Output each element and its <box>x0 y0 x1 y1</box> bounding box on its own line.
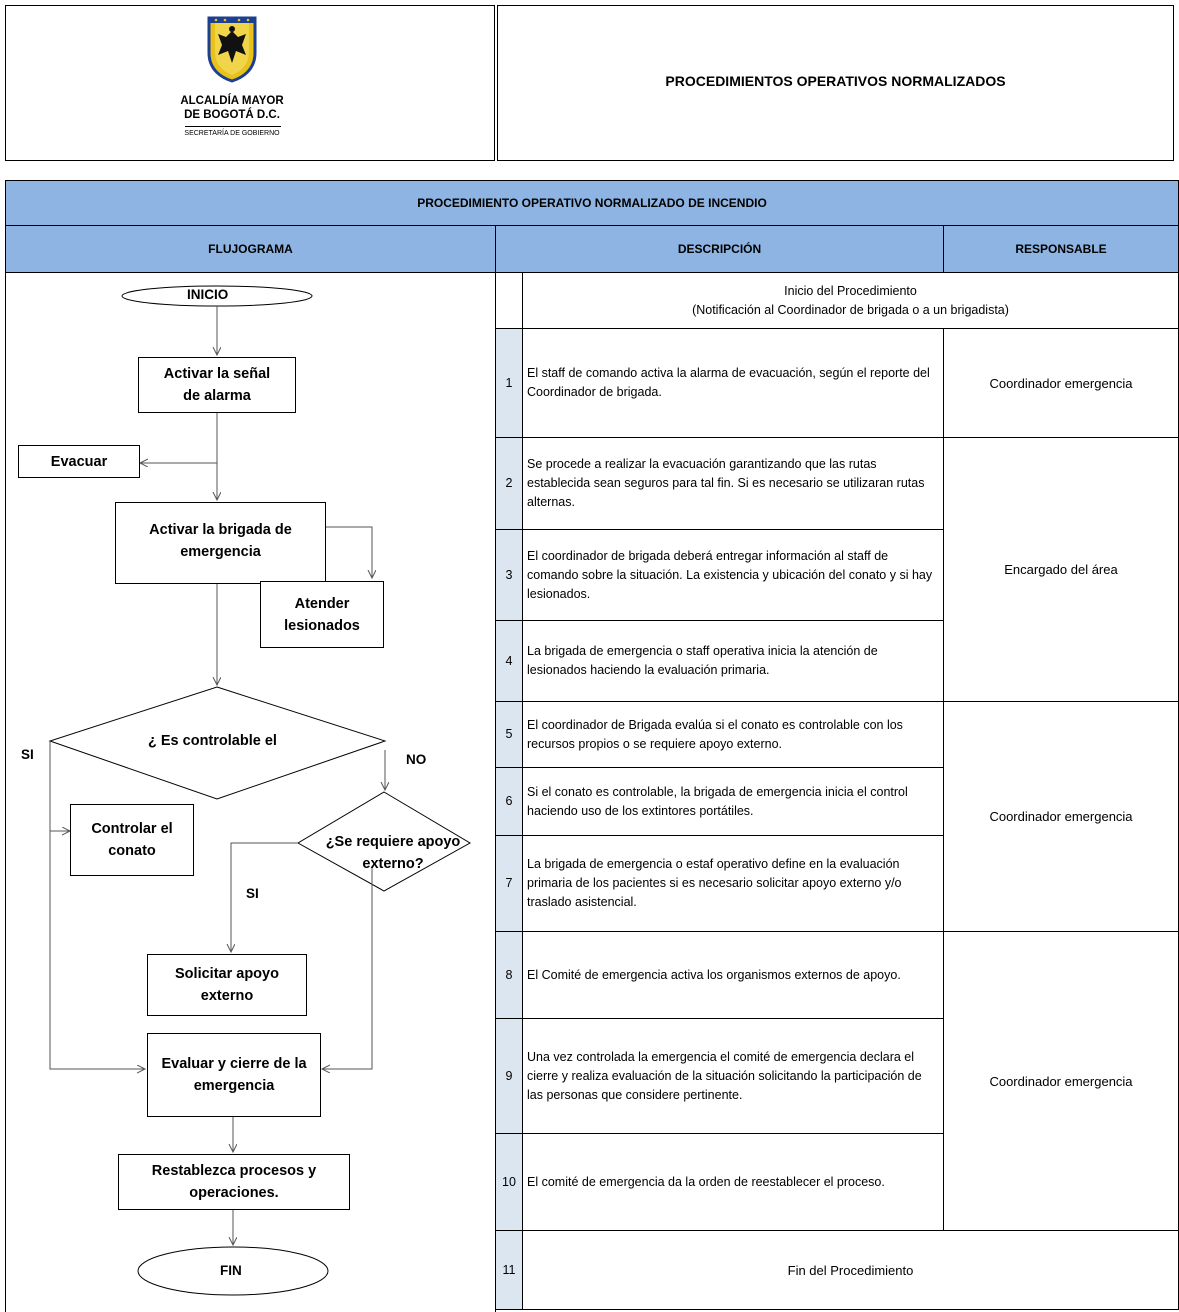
col-header-desc: DESCRIPCIÓN <box>495 225 944 273</box>
flowchart-connectors <box>48 285 472 1296</box>
col-header-resp: RESPONSABLE <box>943 225 1179 273</box>
yes-label-2: SI <box>246 886 259 901</box>
evaluate-close-box: Evaluar y cierre de la emergencia <box>147 1033 321 1117</box>
request-support-box: Solicitar apoyo externo <box>147 954 307 1016</box>
decision-diamond-1 <box>48 686 387 800</box>
end-label: FIN <box>220 1263 242 1278</box>
logo-divider <box>185 126 281 127</box>
attend-injured-box: Atender lesionados <box>260 581 384 648</box>
evacuate-box: Evacuar <box>18 445 140 478</box>
responsable-cell: Coordinador emergencia <box>943 328 1179 438</box>
start-label: INICIO <box>187 287 229 302</box>
intro-line2: (Notificación al Coordinador de brigada … <box>692 303 1009 317</box>
restore-operations-box: Restablezca procesos y operaciones. <box>118 1154 350 1210</box>
col-header-flow: FLUJOGRAMA <box>5 225 496 273</box>
decision-1-label: ¿ Es controlable el <box>148 733 277 749</box>
end-terminal <box>137 1246 329 1296</box>
final-step-number: 11 <box>495 1230 523 1310</box>
final-step-text: Fin del Procedimiento <box>522 1230 1179 1310</box>
title-cell <box>497 5 1174 161</box>
page-title: PROCEDIMIENTOS OPERATIVOS NORMALIZADOS <box>665 73 1006 89</box>
step-description: El coordinador de brigada deberá entrega… <box>522 529 944 621</box>
step-description: La brigada de emergencia o estaf operati… <box>522 835 944 932</box>
step-description: Si el conato es controlable, la brigada … <box>522 767 944 836</box>
no-label-1: NO <box>406 752 427 767</box>
step-number: 9 <box>495 1018 523 1134</box>
responsable-cell: Coordinador emergencia <box>943 701 1179 932</box>
activate-alarm-box: Activar la señal de alarma <box>138 357 296 413</box>
logo-cell <box>5 5 495 161</box>
org-name-line3: SECRETARÍA DE GOBIERNO <box>184 130 280 137</box>
intro-cell: Inicio del Procedimiento (Notificación a… <box>522 272 1179 329</box>
step-description: El staff de comando activa la alarma de … <box>522 328 944 438</box>
org-name-line2: DE BOGOTÁ D.C. <box>184 109 280 121</box>
step-number: 10 <box>495 1133 523 1231</box>
responsable-cell: Encargado del área <box>943 437 1179 702</box>
step-description: Una vez controlada la emergencia el comi… <box>522 1018 944 1134</box>
responsable-cell: Coordinador emergencia <box>943 931 1179 1231</box>
decision-2-label: ¿Se requiere apoyo externo? <box>325 834 461 872</box>
step-number: 6 <box>495 767 523 836</box>
step-description: El comité de emergencia da la orden de r… <box>522 1133 944 1231</box>
org-name-line1: ALCALDÍA MAYOR <box>180 95 284 107</box>
coat-of-arms-icon <box>207 16 257 83</box>
step-description: El Comité de emergencia activa los organ… <box>522 931 944 1019</box>
decision-diamond-2 <box>296 791 472 892</box>
step-number: 1 <box>495 328 523 438</box>
step-description: Se procede a realizar la evacuación gara… <box>522 437 944 530</box>
yes-label-1: SI <box>21 747 34 762</box>
activate-brigade-box: Activar la brigada de emergencia <box>115 502 326 584</box>
step-number: 8 <box>495 931 523 1019</box>
step-description: El coordinador de Brigada evalúa si el c… <box>522 701 944 768</box>
step-description: La brigada de emergencia o staff operati… <box>522 620 944 702</box>
control-fire-box: Controlar el conato <box>70 804 194 876</box>
intro-line1: Inicio del Procedimiento <box>784 284 917 298</box>
